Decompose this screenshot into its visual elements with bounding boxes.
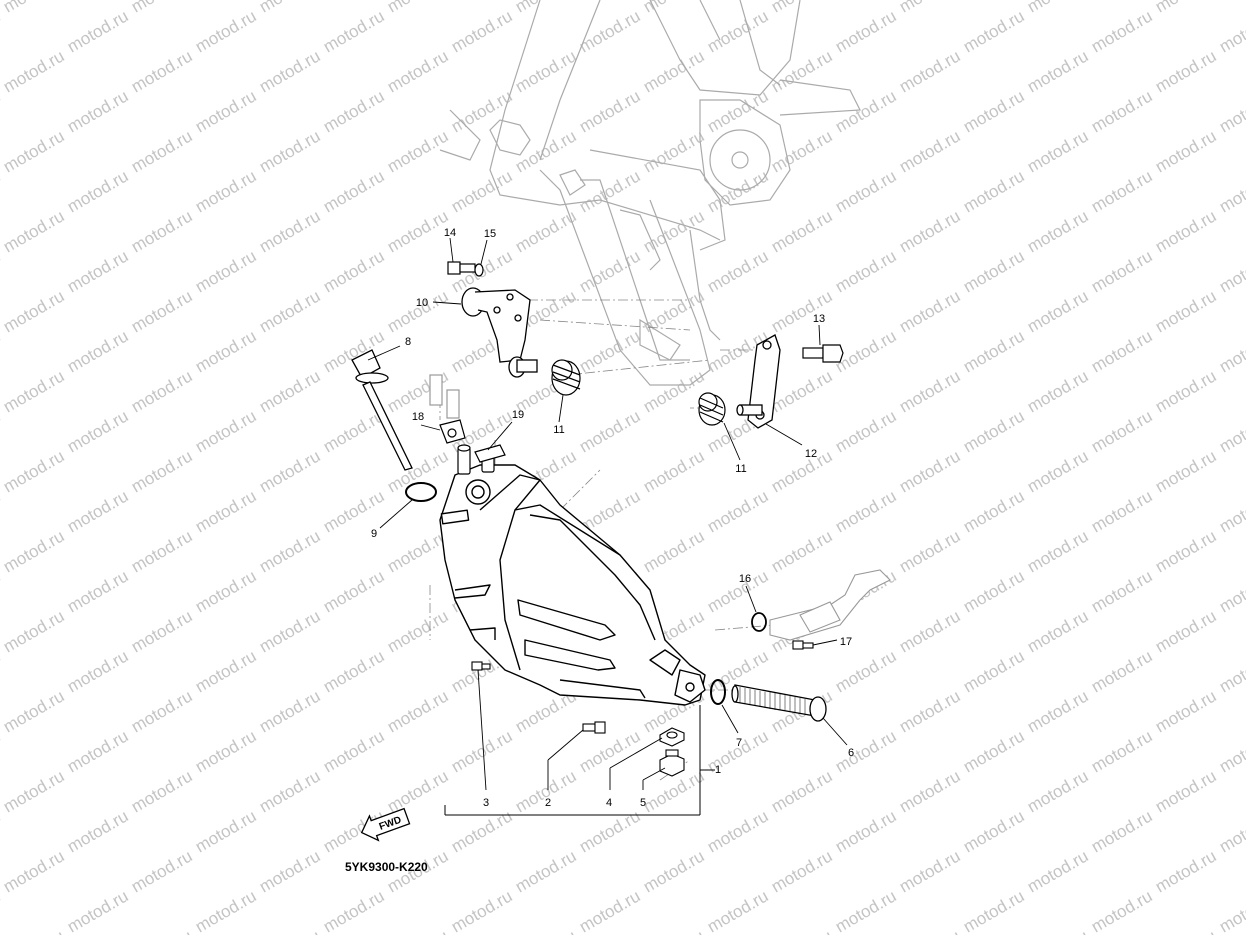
- oil-tank-part: [439, 464, 706, 706]
- fwd-arrow-icon: FWD: [360, 807, 411, 842]
- bolt-part-3: [471, 661, 491, 671]
- dipstick-part: [351, 349, 413, 471]
- callout-17: 17: [840, 636, 852, 648]
- callout-4: 4: [606, 797, 612, 809]
- callout-16: 16: [739, 573, 751, 585]
- bolt-part-17: [792, 640, 814, 650]
- tank-fittings: [429, 374, 506, 475]
- callout-9: 9: [371, 528, 377, 540]
- plate-part-12: [736, 334, 781, 429]
- callouts: 1 2 3 4 5 6 7 8 9 10 11 11 12 13 14 15 1…: [371, 227, 854, 809]
- callout-6: 6: [848, 747, 854, 759]
- bracket-part-10: [461, 287, 538, 378]
- assembly-bracket: [444, 705, 715, 816]
- bolt-part-2: [582, 721, 606, 734]
- callout-11a: 11: [553, 424, 564, 436]
- bolt-part-14: [447, 261, 476, 275]
- o-ring-part-7: [710, 679, 726, 705]
- callout-18: 18: [412, 411, 424, 423]
- callout-2: 2: [545, 797, 551, 809]
- callout-12: 12: [805, 448, 817, 460]
- nut-part-5: [659, 749, 685, 777]
- o-ring-part-16: [751, 612, 767, 632]
- callout-13: 13: [813, 313, 825, 325]
- callout-19: 19: [512, 409, 524, 421]
- callout-1: 1: [715, 764, 721, 776]
- grommet-part-11a: [551, 359, 581, 396]
- callout-3: 3: [483, 797, 489, 809]
- callout-5: 5: [640, 797, 646, 809]
- callout-7: 7: [736, 737, 742, 749]
- callout-8: 8: [405, 336, 411, 348]
- bolt-part-13: [802, 344, 844, 363]
- o-ring-part-9: [405, 482, 437, 502]
- callout-14: 14: [444, 227, 456, 239]
- strainer-mesh: [739, 687, 806, 715]
- strainer-part-6: [731, 684, 827, 722]
- grommet-part-11b: [698, 392, 726, 426]
- callout-11b: 11: [735, 463, 746, 475]
- nut-part-4: [659, 727, 685, 747]
- callout-10: 10: [416, 297, 428, 309]
- leader-lines: [367, 237, 848, 791]
- washer-part-15: [474, 263, 484, 277]
- hose-fitting: [769, 569, 891, 641]
- diagram-code: 5YK9300-K220: [345, 860, 428, 874]
- callout-15: 15: [484, 228, 496, 240]
